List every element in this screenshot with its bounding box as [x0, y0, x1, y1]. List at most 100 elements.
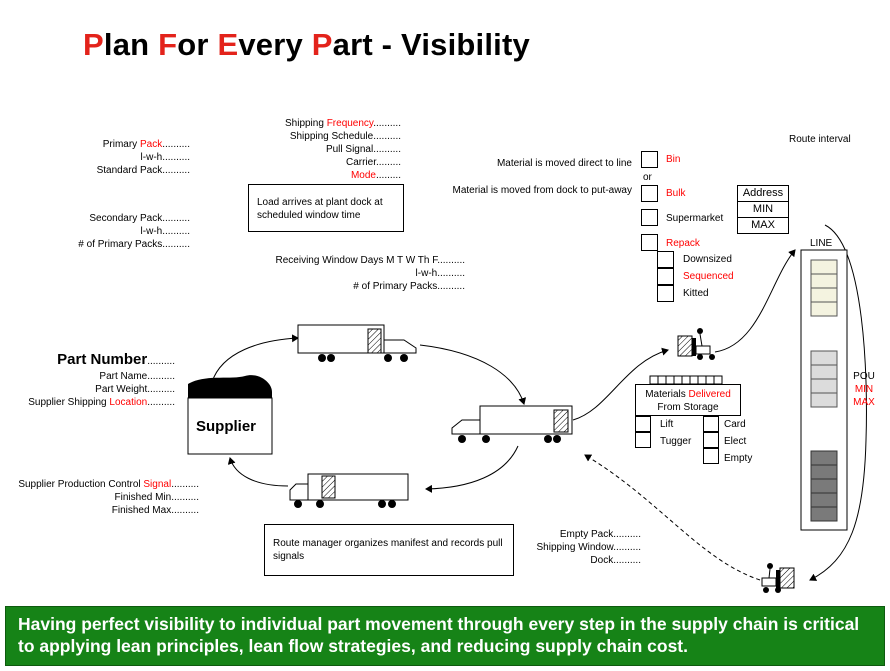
- highlight: Frequency: [326, 118, 374, 129]
- carrier-field: Carrier.........: [345, 157, 401, 168]
- repack-label: Repack: [666, 238, 700, 249]
- dots: .........: [375, 170, 401, 181]
- shipping-window-field: Shipping Window..........: [536, 542, 642, 553]
- bulk-label: Bulk: [666, 188, 686, 199]
- finished-min-field: Finished Min..........: [114, 492, 199, 503]
- address-min: MIN: [737, 201, 789, 218]
- kitted-checkbox: [657, 285, 674, 302]
- receiving-count-field: # of Primary Packs..........: [353, 281, 465, 292]
- title-initial: E: [217, 27, 239, 62]
- label: Primary: [102, 139, 140, 150]
- label: Part Number: [57, 351, 148, 368]
- repack-checkbox: [641, 234, 658, 251]
- highlight: Pack: [139, 139, 163, 150]
- or-label: or: [643, 172, 652, 183]
- receiving-window-field: Receiving Window Days M T W Th F........…: [275, 255, 466, 266]
- production-control-field: Supplier Production Control Signal......…: [18, 478, 199, 491]
- flow-arrow-return-to-supplier: [227, 457, 289, 487]
- return-dashed-arrow: [584, 454, 761, 581]
- part-weight-field: Part Weight..........: [95, 384, 175, 395]
- primary-pack-count: # of Primary Packs..........: [78, 239, 190, 250]
- bin-checkbox: [641, 151, 658, 168]
- receiving-dims-field: l-w-h..........: [415, 268, 465, 279]
- truck-return-icon: [289, 473, 409, 508]
- flow-arrow-supplier-to-truck: [211, 334, 299, 383]
- route-manager-text: Route manager organizes manifest and rec…: [273, 538, 503, 562]
- materials-delivered-line1: Materials Delivered: [636, 388, 740, 401]
- tugger-checkbox: [635, 432, 651, 448]
- dots: ..........: [373, 118, 401, 129]
- materials-delivered-line2: From Storage: [657, 402, 719, 413]
- footer-banner: Having perfect visibility to individual …: [5, 606, 885, 666]
- pull-signal-field: Pull Signal..........: [325, 144, 401, 155]
- forklift-icon: [677, 328, 715, 360]
- label: Supplier Production Control: [18, 479, 144, 490]
- supermarket-label: Supermarket: [666, 213, 724, 224]
- load-arrives-box: Load arrives at plant dock at scheduled …: [248, 184, 404, 232]
- flow-arrow-truck-to-dock: [419, 344, 527, 405]
- tugger-label: Tugger: [660, 436, 692, 447]
- pou-max: MAX: [853, 397, 875, 408]
- elect-label: Elect: [724, 436, 747, 447]
- footer-text: Having perfect visibility to individual …: [18, 614, 860, 656]
- title-initial: P: [311, 27, 333, 62]
- highlight: Location: [109, 397, 148, 408]
- shipping-location-field: Supplier Shipping Location..........: [28, 396, 175, 409]
- material-direct-label: Material is moved direct to line: [496, 158, 632, 169]
- secondary-pack-field: Secondary Pack..........: [89, 213, 190, 224]
- route-manager-box: Route manager organizes manifest and rec…: [264, 524, 514, 576]
- supplier-label: Supplier: [196, 418, 257, 435]
- downsized-label: Downsized: [683, 254, 732, 265]
- secondary-pack-dims: l-w-h..........: [140, 226, 190, 237]
- highlight: Delivered: [688, 389, 731, 400]
- title-word: art - Visibility: [332, 27, 530, 62]
- line-rack-icon: [800, 249, 848, 531]
- sequenced-label: Sequenced: [683, 271, 734, 282]
- line-label: LINE: [810, 238, 833, 249]
- load-arrives-text: Load arrives at plant dock at scheduled …: [257, 197, 383, 221]
- truck-docked-icon: [451, 405, 573, 443]
- shipping-schedule-field: Shipping Schedule..........: [289, 131, 401, 142]
- bulk-checkbox: [641, 185, 658, 202]
- pou-text: POU: [853, 371, 875, 382]
- finished-max-field: Finished Max..........: [111, 505, 199, 516]
- route-interval-arrow: [809, 224, 867, 581]
- primary-pack-field: Primary Pack..........: [103, 138, 190, 151]
- kitted-label: Kitted: [683, 288, 709, 299]
- highlight: Mode: [350, 170, 376, 181]
- dots: ..........: [147, 356, 175, 367]
- pou-label: POU MIN MAX: [849, 370, 879, 409]
- route-interval-label: Route interval: [789, 134, 851, 145]
- dots: ..........: [162, 139, 190, 150]
- lift-label: Lift: [660, 419, 674, 430]
- empty-checkbox: [703, 448, 719, 464]
- empty-pack-field: Empty Pack..........: [559, 529, 641, 540]
- label: Shipping: [284, 118, 327, 129]
- truck-icon: [297, 324, 417, 362]
- pou-min: MIN: [854, 384, 874, 395]
- title-word: lan: [103, 27, 159, 62]
- supplier-building-icon: [187, 375, 273, 455]
- forklift-return-icon: [761, 563, 795, 593]
- address-max: MAX: [737, 217, 789, 234]
- downsized-checkbox: [657, 251, 674, 268]
- title-word: or: [177, 27, 218, 62]
- materials-delivered-box: Materials Delivered From Storage: [635, 384, 741, 416]
- address-header: Address: [737, 185, 789, 202]
- part-name-field: Part Name..........: [99, 371, 175, 382]
- dots: ..........: [147, 397, 175, 408]
- flow-arrow-lift-to-line: [714, 249, 796, 353]
- shipping-frequency-field: Shipping Frequency..........: [285, 117, 401, 130]
- label: Materials: [645, 389, 689, 400]
- material-putaway-label: Material is moved from dock to put-away: [452, 185, 632, 196]
- flow-arrow-dock-to-lift: [572, 347, 669, 421]
- lift-checkbox: [635, 416, 651, 432]
- card-label: Card: [724, 419, 746, 430]
- standard-pack-field: Standard Pack..........: [96, 165, 190, 176]
- mode-field: Mode.........: [351, 169, 401, 182]
- sequenced-checkbox: [657, 268, 674, 285]
- card-checkbox: [703, 416, 719, 432]
- storage-roof-icon: [649, 375, 723, 385]
